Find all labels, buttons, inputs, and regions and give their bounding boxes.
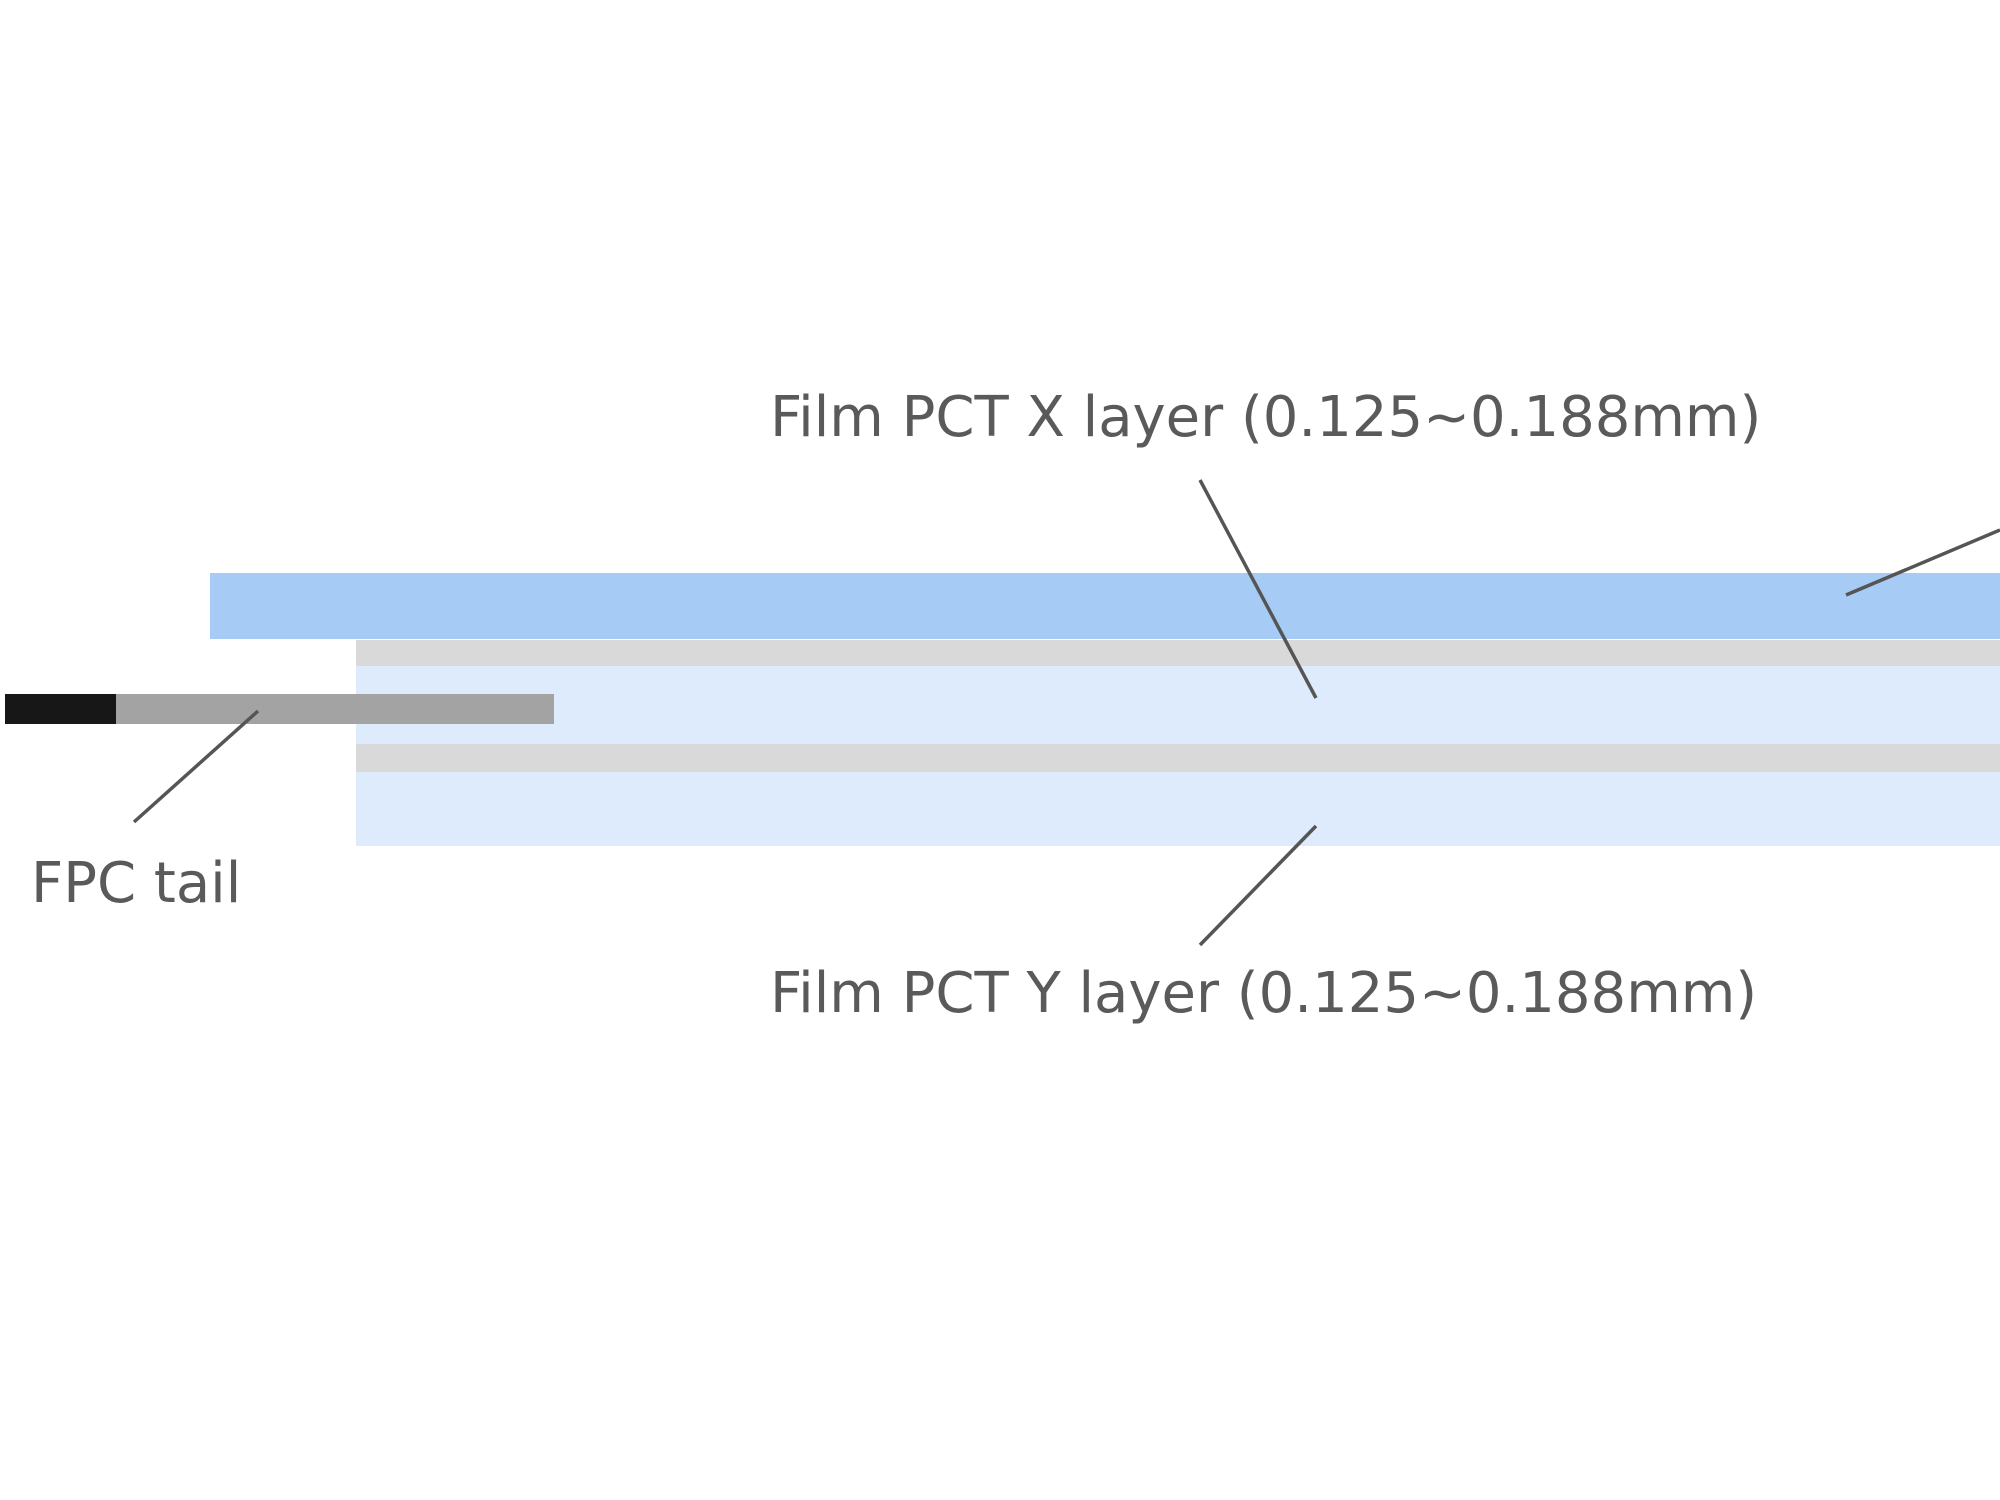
leader-line-top-layer — [1845, 528, 2000, 597]
leader-line-fpc-tail — [132, 709, 260, 824]
film-pct-x-layer — [356, 664, 2000, 744]
top-cover-layer — [210, 573, 2000, 639]
film-pct-x-layer-label: Film PCT X layer (0.125~0.188mm) — [770, 385, 1762, 450]
film-pct-y-layer — [356, 770, 2000, 846]
fpc-tail-connector — [5, 694, 116, 724]
leader-line-film-y — [1198, 824, 1318, 947]
adhesive-layer-lower — [356, 744, 2000, 772]
fpc-tail-body — [116, 694, 554, 724]
leader-line-film-x — [1198, 479, 1318, 699]
film-pct-y-layer-label: Film PCT Y layer (0.125~0.188mm) — [770, 961, 1758, 1026]
adhesive-layer-upper — [356, 640, 2000, 666]
fpc-tail-label: FPC tail — [31, 851, 242, 916]
